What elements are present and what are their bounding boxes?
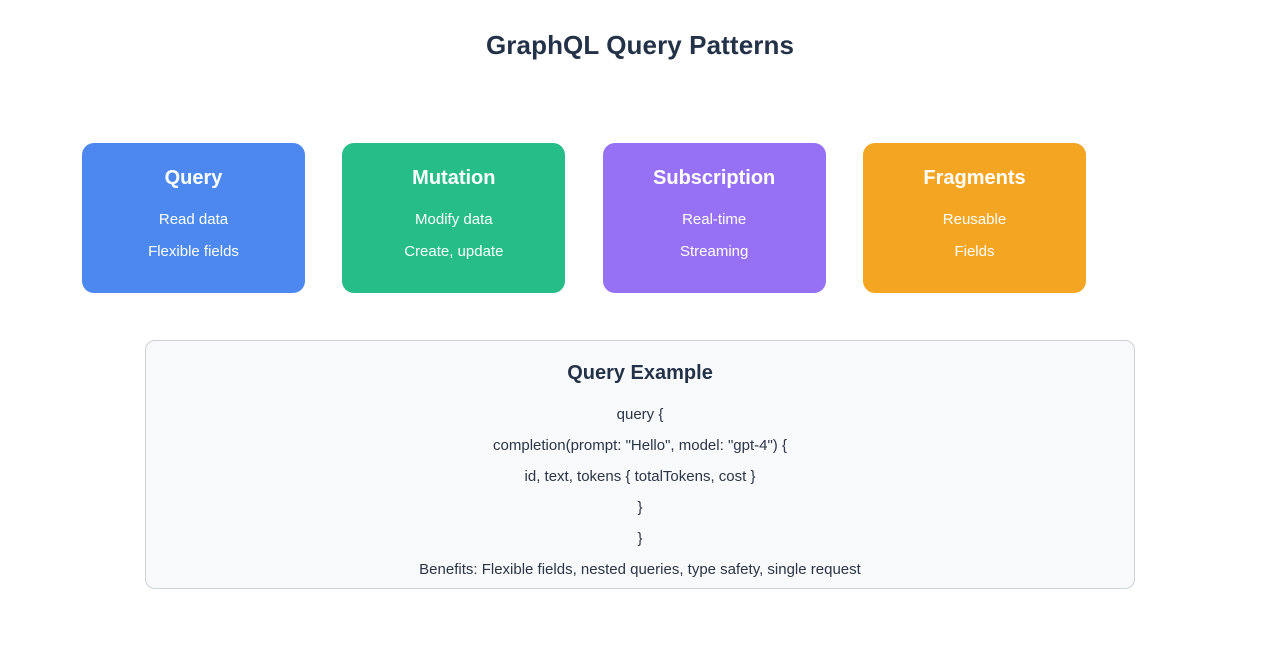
pattern-card-line-2: Streaming (679, 243, 749, 260)
pattern-card-title: Subscription (653, 167, 776, 189)
pattern-card-line-2: Flexible fields (148, 243, 239, 260)
page-title: GraphQL Query Patterns (485, 30, 795, 60)
pattern-card-line-1: Modify data (415, 211, 493, 228)
query-example-title: Query Example (567, 362, 713, 384)
code-line-3: id, text, tokens { totalTokens, cost } (524, 468, 756, 485)
pattern-card-line-2: Create, update (404, 243, 504, 260)
pattern-card-query[interactable]: Query Read data Flexible fields (82, 143, 305, 293)
code-line-4: } (637, 499, 643, 516)
pattern-card-line-1: Real-time (682, 211, 747, 228)
code-line-5: } (637, 530, 643, 547)
pattern-card-title: Query (164, 167, 223, 189)
pattern-card-title: Mutation (412, 167, 496, 189)
code-line-6-benefits: Benefits: Flexible fields, nested querie… (419, 561, 861, 578)
pattern-card-line-1: Reusable (942, 211, 1007, 228)
pattern-card-fragments[interactable]: Fragments Reusable Fields (862, 143, 1086, 293)
code-line-2: completion(prompt: "Hello", model: "gpt-… (493, 437, 787, 454)
code-line-1: query { (616, 406, 664, 423)
pattern-card-line-1: Read data (158, 211, 229, 228)
pattern-card-mutation[interactable]: Mutation Modify data Create, update (342, 143, 566, 293)
query-example-panel: Query Example query { completion(prompt:… (145, 340, 1135, 589)
pattern-card-subscription[interactable]: Subscription Real-time Streaming (602, 143, 826, 293)
pattern-card-line-2: Fields (954, 243, 995, 260)
pattern-cards-row: Query Read data Flexible fields Mutation… (82, 143, 1086, 293)
pattern-card-title: Fragments (923, 167, 1026, 189)
